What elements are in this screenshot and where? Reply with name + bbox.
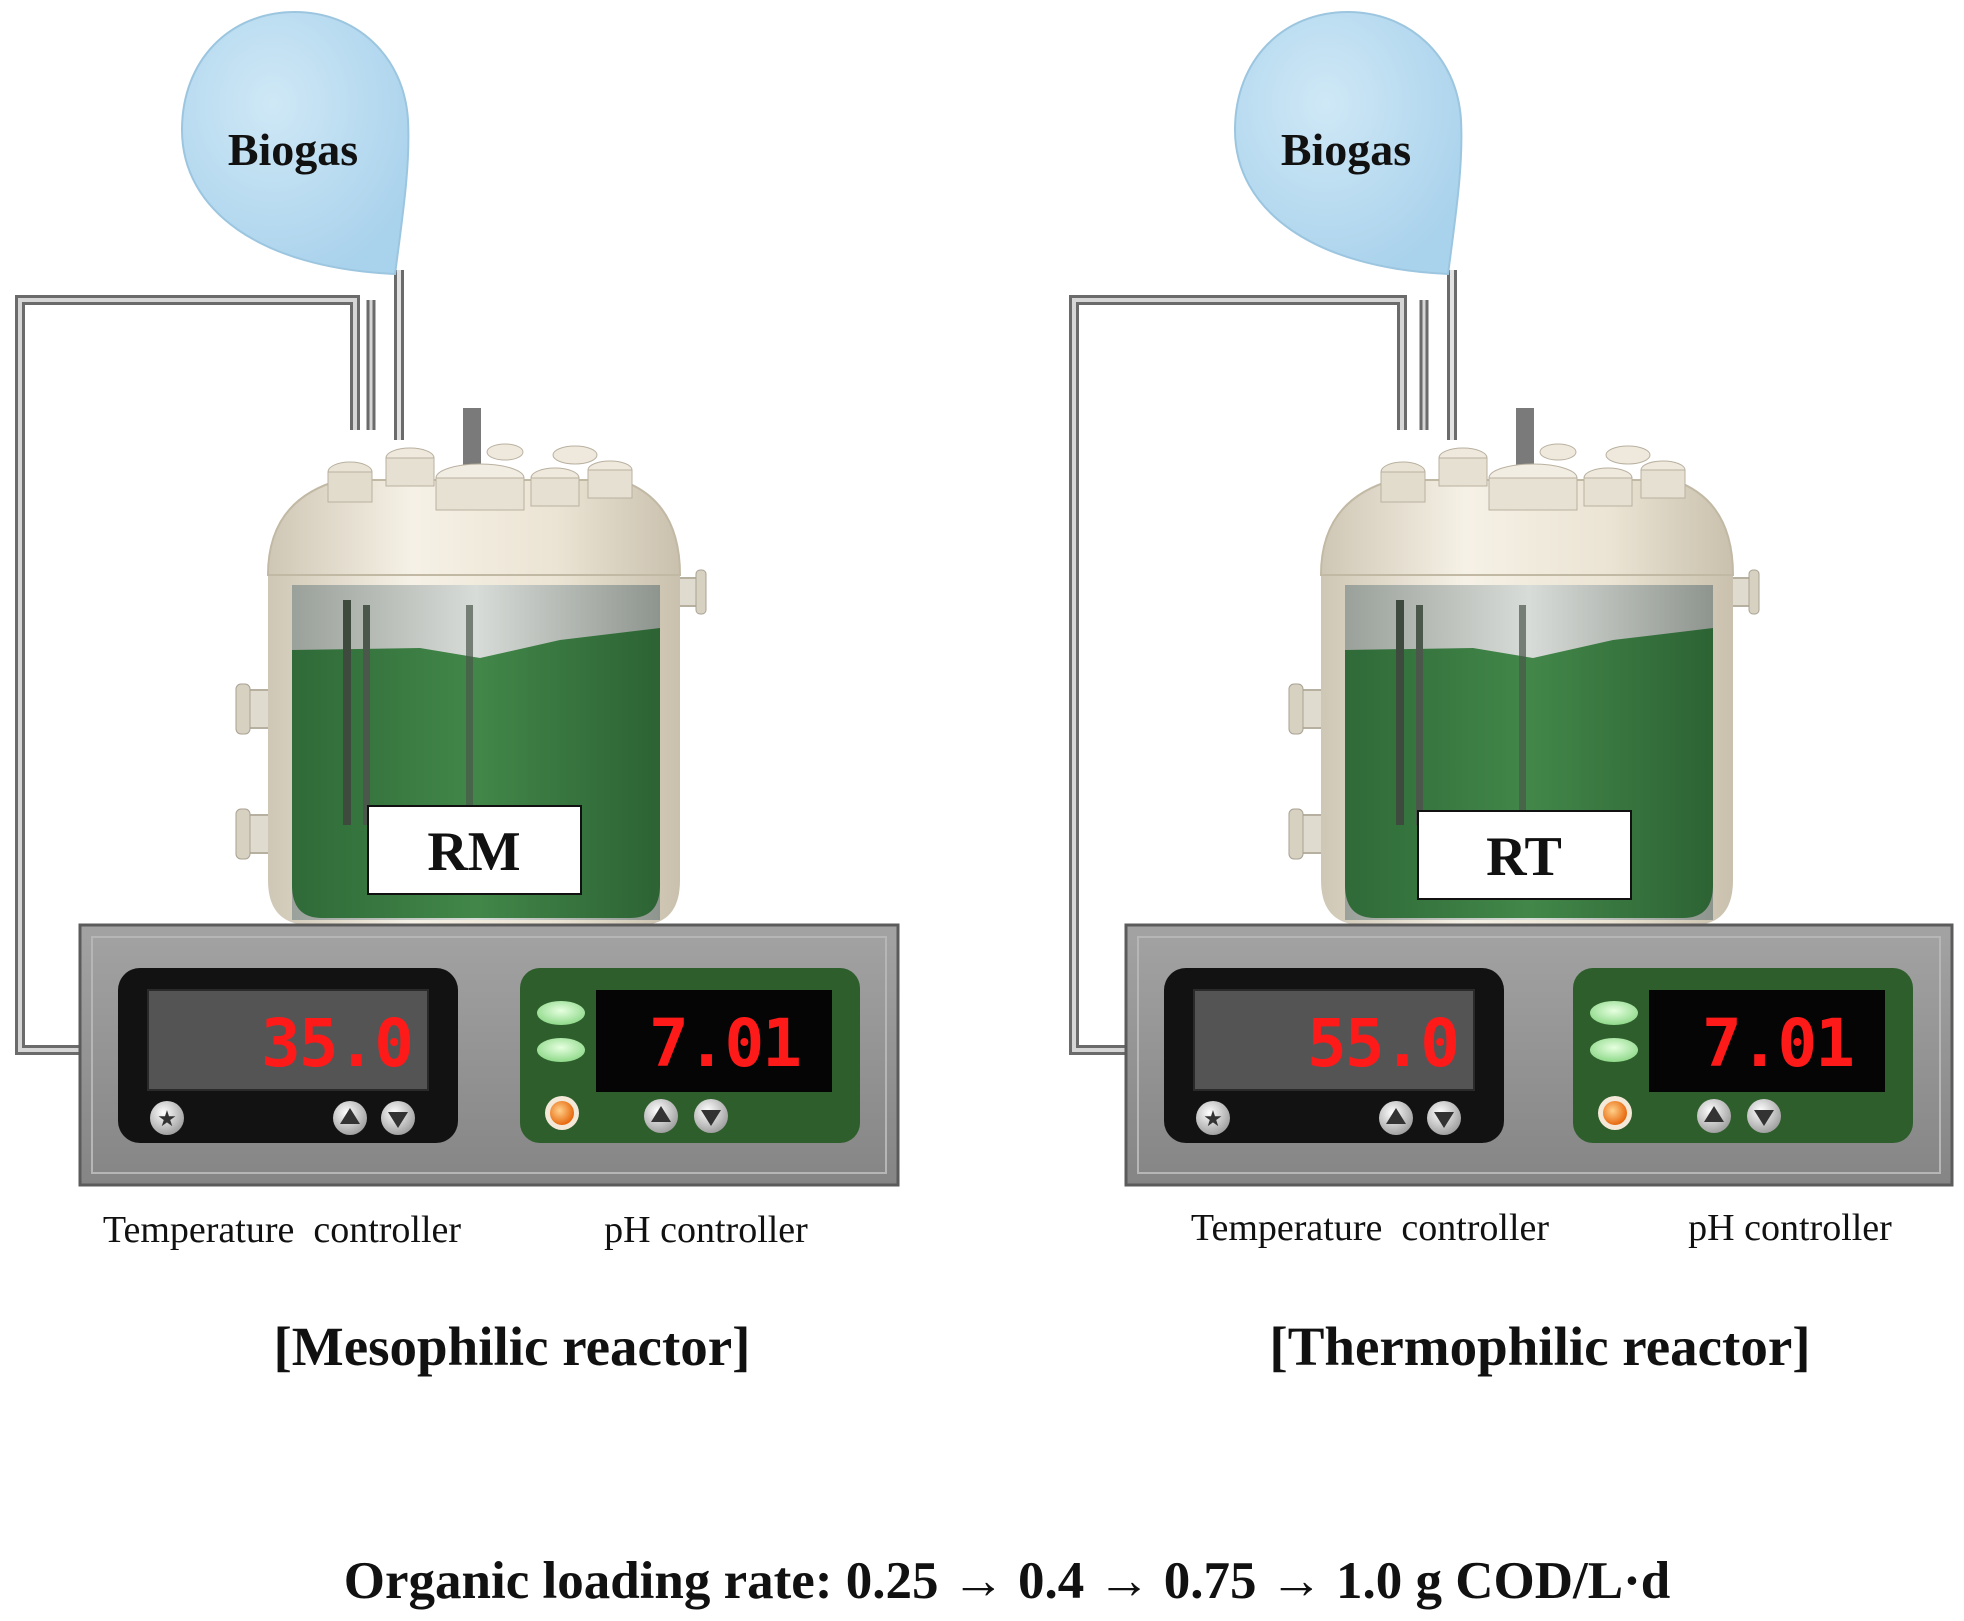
- svg-text:★: ★: [157, 1107, 177, 1132]
- svg-text:★: ★: [1203, 1107, 1223, 1132]
- organic-loading-rate: Organic loading rate: 0.25 → 0.4 → 0.75 …: [344, 1552, 1670, 1610]
- biogas-label: Biogas: [1281, 124, 1411, 175]
- green-led-icon: [537, 1001, 585, 1062]
- orange-led-icon[interactable]: [545, 1096, 579, 1130]
- up-arrow-icon[interactable]: [333, 1101, 367, 1135]
- orange-led-icon[interactable]: [1598, 1096, 1632, 1130]
- biogas-balloon: Biogas: [180, 10, 410, 276]
- temperature-controller: 55.0 ★: [1164, 968, 1504, 1143]
- temperature-controller-caption: Temperature controller: [1191, 1207, 1550, 1249]
- ph-controller: 7.01: [1573, 968, 1913, 1143]
- reactor-vessel: RM: [235, 408, 707, 925]
- up-arrow-icon[interactable]: [1697, 1099, 1731, 1133]
- controller-panel: 55.0 ★ 7.01: [1124, 923, 1954, 1187]
- ph-readout: 7.01: [649, 1005, 800, 1082]
- controller-panel: 35.0 ★ 7.01: [78, 923, 900, 1187]
- up-arrow-icon[interactable]: [644, 1099, 678, 1133]
- star-icon[interactable]: ★: [150, 1101, 184, 1135]
- thermophilic-unit: Biogas: [1069, 10, 1954, 1377]
- temperature-readout: 35.0: [261, 1005, 412, 1082]
- biogas-label: Biogas: [228, 124, 358, 175]
- star-icon[interactable]: ★: [1196, 1101, 1230, 1135]
- ph-controller: 7.01: [520, 968, 860, 1143]
- down-arrow-icon[interactable]: [1747, 1099, 1781, 1133]
- down-arrow-icon[interactable]: [381, 1101, 415, 1135]
- green-led-icon: [1590, 1001, 1638, 1062]
- temperature-controller-caption: Temperature controller: [103, 1209, 462, 1251]
- ph-controller-caption: pH controller: [604, 1209, 808, 1251]
- ph-readout: 7.01: [1702, 1005, 1853, 1082]
- biogas-balloon: Biogas: [1233, 10, 1463, 276]
- down-arrow-icon[interactable]: [1427, 1101, 1461, 1135]
- tubing: [15, 270, 404, 1055]
- temperature-controller: 35.0 ★: [118, 968, 458, 1143]
- mesophilic-unit: Biogas: [15, 10, 900, 1377]
- reactor-title: [Mesophilic reactor]: [273, 1316, 750, 1377]
- reactor-vessel: RT: [1288, 408, 1760, 925]
- ph-controller-caption: pH controller: [1688, 1207, 1892, 1249]
- reactor-title: [Thermophilic reactor]: [1269, 1316, 1810, 1377]
- temperature-readout: 55.0: [1307, 1005, 1458, 1082]
- down-arrow-icon[interactable]: [694, 1099, 728, 1133]
- reactor-label: RT: [1486, 826, 1562, 888]
- up-arrow-icon[interactable]: [1379, 1101, 1413, 1135]
- tubing: [1069, 270, 1457, 1055]
- reactor-label: RM: [427, 821, 520, 883]
